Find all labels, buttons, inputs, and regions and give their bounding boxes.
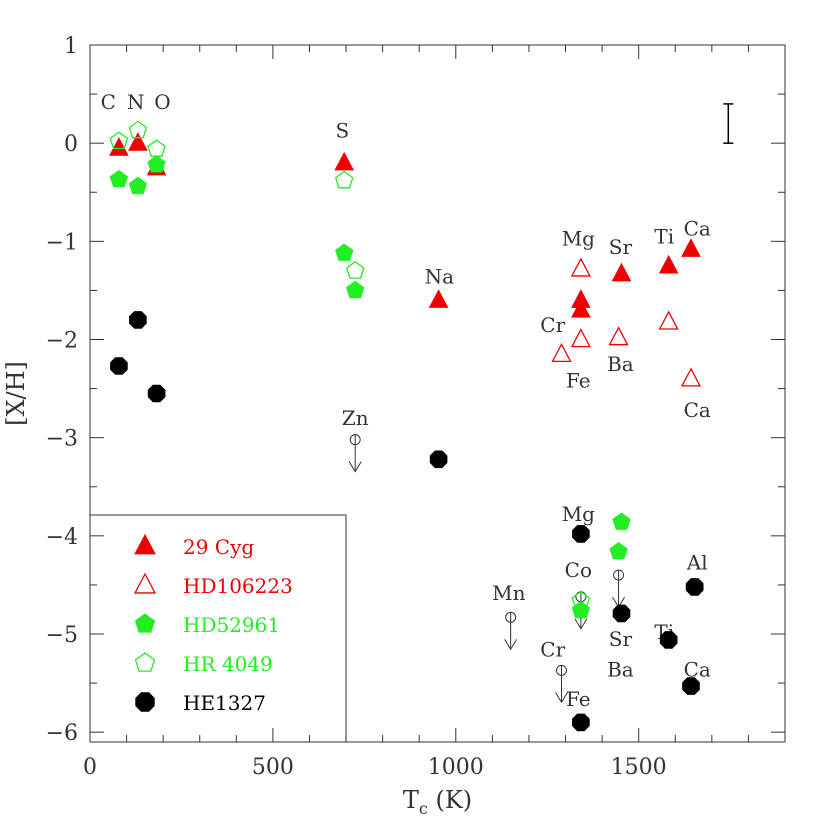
data-point xyxy=(128,120,148,139)
legend-marker xyxy=(133,572,157,594)
element-label: Mg xyxy=(562,502,595,526)
data-point xyxy=(345,260,365,279)
element-label: Sr xyxy=(609,627,633,651)
x-tick-label: 1000 xyxy=(428,755,484,780)
data-point xyxy=(147,384,166,403)
data-point xyxy=(128,176,148,195)
data-point xyxy=(147,155,166,173)
element-label: C xyxy=(101,90,116,114)
data-point xyxy=(110,357,128,375)
upper-limit-marker xyxy=(504,611,518,651)
data-point xyxy=(428,289,449,308)
x-tick-label: 1500 xyxy=(611,755,667,780)
y-tick-label: −5 xyxy=(46,623,78,648)
element-label: Cr xyxy=(540,313,565,337)
legend-marker xyxy=(135,692,155,712)
x-tick-label: 500 xyxy=(252,755,294,780)
data-point xyxy=(609,541,628,560)
data-point xyxy=(658,254,679,274)
data-point xyxy=(612,512,631,530)
legend-box xyxy=(90,514,347,742)
data-point xyxy=(571,299,591,318)
error-bar xyxy=(723,103,734,144)
y-tick-label: −1 xyxy=(46,230,78,255)
data-point xyxy=(346,280,365,299)
data-point xyxy=(572,713,590,732)
axis-ticks xyxy=(89,44,786,742)
legend-marker xyxy=(134,533,156,555)
data-point xyxy=(608,326,629,346)
data-point xyxy=(109,169,129,188)
element-label: Ba xyxy=(607,657,634,681)
data-point xyxy=(685,578,704,596)
legend-label: HD106223 xyxy=(183,574,293,598)
element-label: Co xyxy=(565,558,592,582)
element-label: S xyxy=(336,118,350,142)
element-label: Al xyxy=(686,550,708,574)
y-axis-label: [X/H] xyxy=(2,361,30,426)
element-label: Cr xyxy=(540,638,565,662)
data-point xyxy=(571,590,591,609)
legend-label: HD52961 xyxy=(183,613,280,637)
data-point xyxy=(612,604,631,623)
element-label: Mg xyxy=(562,226,595,250)
data-point xyxy=(611,262,632,282)
y-tick-label: −3 xyxy=(46,427,78,452)
upper-limit-marker xyxy=(348,434,362,473)
data-point xyxy=(429,450,448,469)
data-point xyxy=(680,367,702,387)
data-point xyxy=(334,151,355,171)
element-label: Fe xyxy=(566,369,591,393)
element-label: Fe xyxy=(566,687,591,711)
data-point xyxy=(128,132,148,151)
legend-label: HR 4049 xyxy=(183,652,273,676)
data-point xyxy=(551,342,572,363)
legend-marker xyxy=(134,613,156,633)
element-label: Ti xyxy=(654,224,674,248)
y-tick-label: −4 xyxy=(46,525,78,550)
data-point xyxy=(109,131,129,150)
tick-labels: 0 500 1000 1500 1 0 −1 −2 −3 −4 −5 −6 xyxy=(46,34,667,780)
plot-frame xyxy=(89,44,786,743)
element-label: Ba xyxy=(607,352,634,376)
element-label: N xyxy=(127,90,145,114)
element-label: Ca xyxy=(684,398,711,422)
element-label: Ca xyxy=(684,217,711,241)
element-label: Sr xyxy=(609,235,633,259)
data-point xyxy=(659,631,678,649)
element-label: Zn xyxy=(342,406,369,430)
data-point xyxy=(572,525,590,543)
data-point xyxy=(334,170,354,189)
data-point xyxy=(681,238,701,257)
data-point xyxy=(129,311,147,329)
x-axis-label: Tc (K) xyxy=(403,786,472,818)
legend-label: HE1327 xyxy=(183,691,266,715)
data-point xyxy=(109,137,129,156)
data-point xyxy=(658,310,679,330)
legend-label: 29 Cyg xyxy=(183,535,254,559)
element-label: Na xyxy=(425,265,455,289)
x-tick-label: 0 xyxy=(83,755,97,780)
y-tick-label: 0 xyxy=(64,132,78,157)
data-point xyxy=(570,328,591,348)
upper-limit-marker xyxy=(555,664,568,704)
legend-marker xyxy=(134,652,156,672)
y-tick-label: −6 xyxy=(46,721,78,746)
data-point xyxy=(682,677,700,695)
data-points xyxy=(109,120,704,732)
data-point xyxy=(335,243,354,261)
data-point xyxy=(147,139,166,157)
data-point xyxy=(571,600,590,619)
upper-limit-arrows xyxy=(348,434,625,704)
data-point xyxy=(570,257,591,277)
element-labels: CNOSNaMgSrTiCaCrFeBaCaZnMgCoMnAlTiSrBaCa… xyxy=(101,90,711,711)
y-tick-label: −2 xyxy=(46,329,78,354)
y-tick-label: 1 xyxy=(64,34,78,59)
element-label: Mn xyxy=(492,581,525,605)
element-label: O xyxy=(154,90,170,114)
